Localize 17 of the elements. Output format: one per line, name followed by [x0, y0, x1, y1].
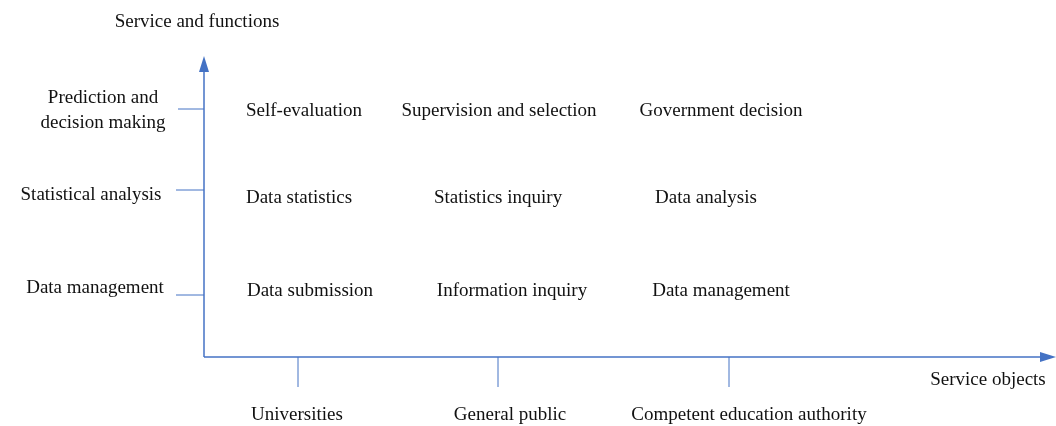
cell-text: Data statistics [245, 184, 353, 209]
axis-title: Service objects [930, 366, 1046, 391]
cell-text: Government decision [639, 97, 803, 122]
axis-category-label: Prediction and decision making [39, 85, 167, 134]
axis-category-label: Competent education authority [631, 401, 867, 426]
cell-text: Data submission [246, 277, 374, 302]
cell-text: Data analysis [655, 184, 757, 209]
axis-category-label: Universities [251, 401, 343, 426]
cell-text: Supervision and selection [401, 97, 597, 122]
cell-text: Statistics inquiry [433, 184, 563, 209]
cell-text: Information inquiry [436, 277, 588, 302]
axis-title: Service and functions [114, 8, 280, 33]
axis-category-label: Data management [26, 274, 164, 299]
cell-text: Data management [652, 277, 790, 302]
cell-text: Self-evaluation [245, 97, 363, 122]
axis-category-label: General public [453, 401, 567, 426]
axis-category-label: Statistical analysis [20, 181, 162, 206]
